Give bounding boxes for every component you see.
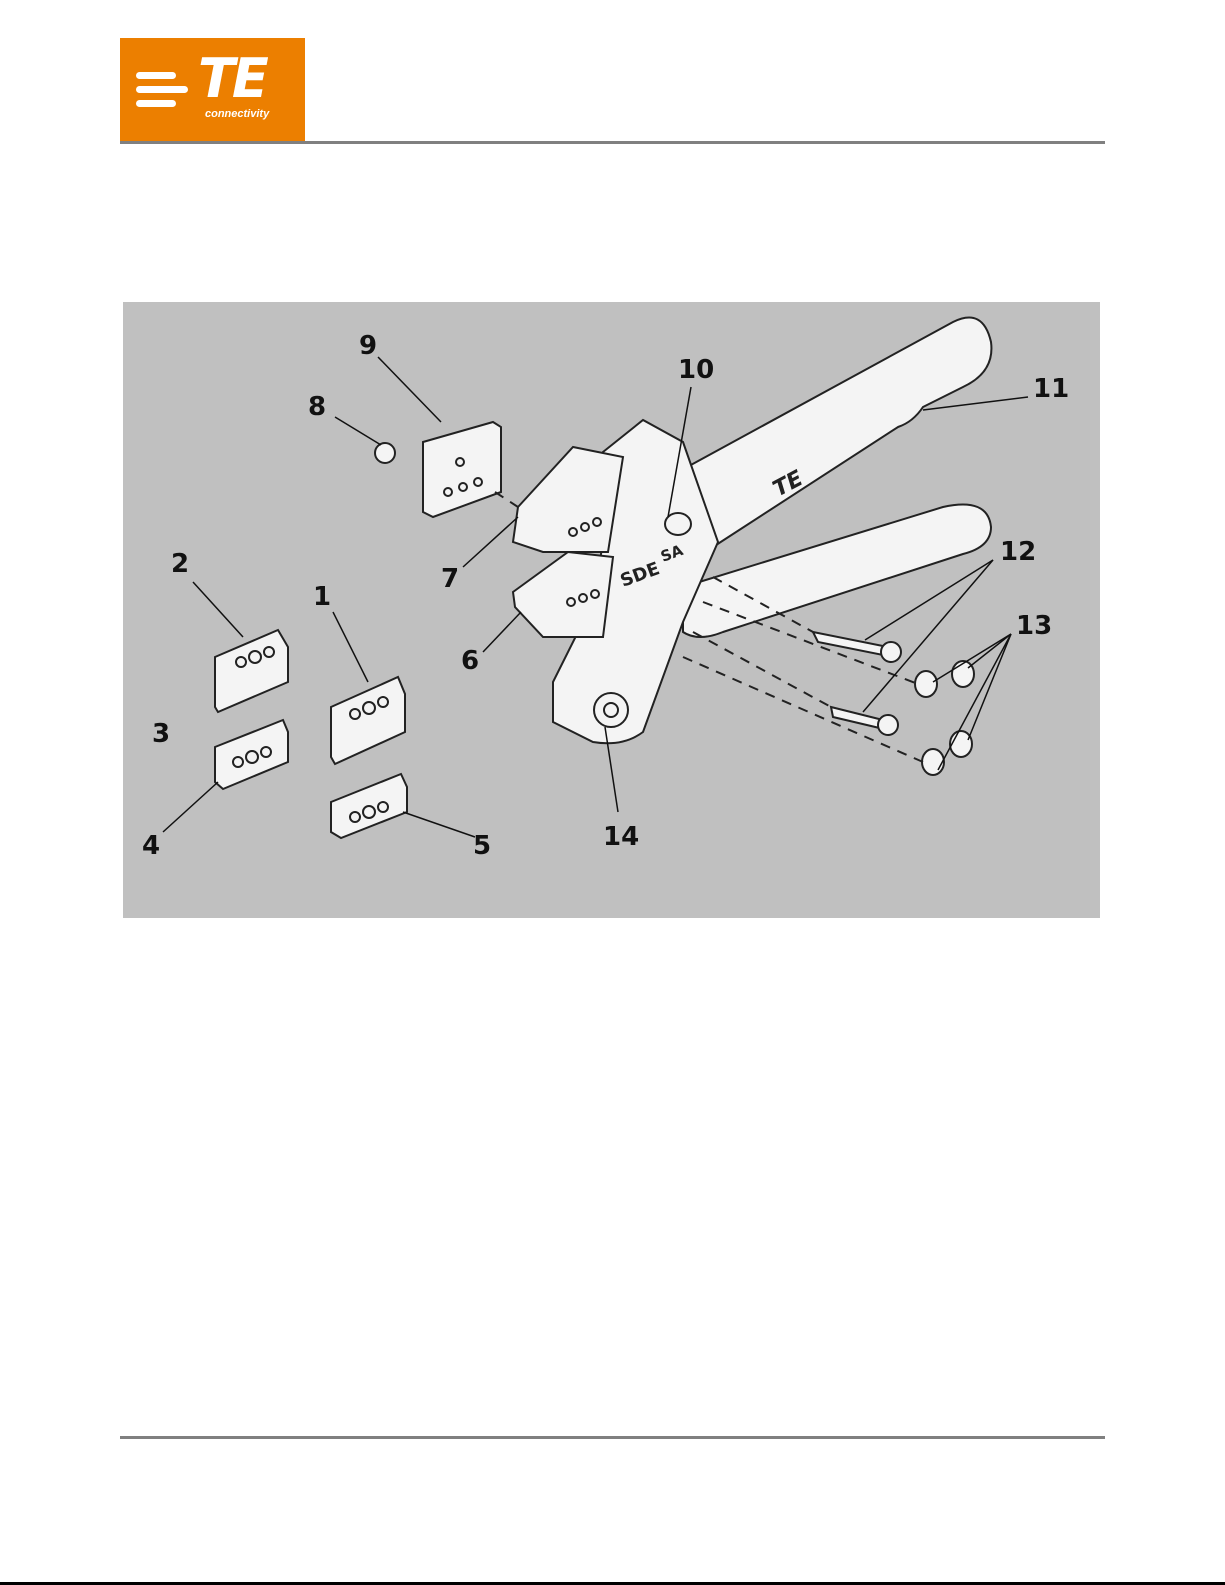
die-1	[331, 677, 405, 764]
die-4	[215, 720, 288, 789]
callout-13: 13	[1016, 611, 1052, 641]
callout-4: 4	[142, 831, 160, 861]
callout-3: 3	[152, 719, 170, 749]
tool-illustration: TE SDE SA 9 8 10 11	[123, 302, 1100, 918]
callout-14: 14	[603, 822, 639, 852]
die-2	[215, 630, 288, 712]
callout-11: 11	[1033, 374, 1069, 404]
die-retaining-clip	[423, 422, 501, 517]
logo-text: TE	[198, 44, 266, 114]
upper-die-holder	[513, 447, 623, 552]
hex-nut	[375, 443, 395, 463]
footer-rule	[120, 1436, 1105, 1439]
exploded-view-figure: TE SDE SA 9 8 10 11	[123, 302, 1100, 918]
callout-6: 6	[461, 646, 479, 676]
callout-8: 8	[308, 392, 326, 422]
callout-12: 12	[1000, 537, 1036, 567]
callout-2: 2	[171, 549, 189, 579]
callout-10: 10	[678, 355, 714, 385]
logo-tagline: connectivity	[205, 108, 269, 120]
callout-5: 5	[473, 831, 491, 861]
te-connectivity-logo: TE connectivity	[120, 38, 305, 144]
callout-1: 1	[313, 582, 331, 612]
callout-9: 9	[359, 331, 377, 361]
callout-7: 7	[441, 564, 459, 594]
logo-stripes-icon	[136, 72, 188, 114]
header-rule	[120, 141, 1105, 144]
